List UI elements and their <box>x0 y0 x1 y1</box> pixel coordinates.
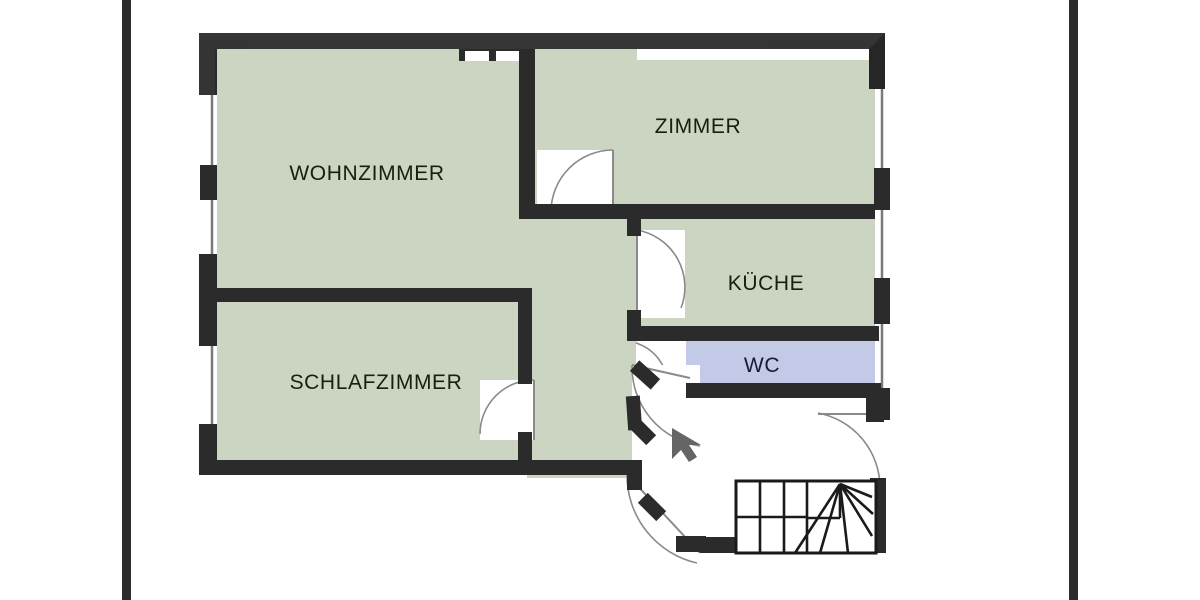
wall-exterior-bottom-left <box>199 460 641 475</box>
right-frame-bar <box>1069 0 1078 600</box>
door-kueche[interactable] <box>636 229 686 318</box>
wall-schlafzimmer-east-lower <box>518 432 532 464</box>
wall-kueche-west <box>627 212 641 236</box>
wall-schlafzimmer-north <box>217 288 532 302</box>
room-fills <box>217 48 875 478</box>
door-hall-right[interactable] <box>817 412 881 490</box>
left-frame-bar <box>122 0 131 600</box>
window-top-opening-2 <box>496 51 520 61</box>
door-schlafzimmer[interactable] <box>479 379 535 440</box>
staircase-treads <box>736 479 876 554</box>
wall-jog-bottom-1 <box>627 460 642 490</box>
wall-schlafzimmer-east <box>518 288 532 384</box>
wall-jog-bottom-2 <box>676 536 706 552</box>
wall-wc-south <box>686 383 881 398</box>
wall-pillar-left-2 <box>200 165 217 200</box>
wall-partition-zimmer-bottom <box>519 204 625 219</box>
wall-partition-wz-corridor <box>519 49 535 212</box>
room-fill-flur-upper[interactable] <box>527 210 642 340</box>
wall-hall-right-top <box>866 396 884 422</box>
arrow-pointer-icon <box>672 428 701 462</box>
wall-exterior-top <box>199 33 885 49</box>
wall-zimmer-south <box>625 204 875 219</box>
wall-pillar-right-1 <box>869 33 885 89</box>
wall-pillar-left-3 <box>199 254 217 346</box>
walls <box>199 33 890 553</box>
wall-pillar-left-1 <box>199 33 217 95</box>
room-fill-wc[interactable] <box>686 341 875 389</box>
door-zimmer[interactable] <box>537 149 614 213</box>
wall-corridor-jog <box>627 416 657 446</box>
room-fill-wohnzimmer[interactable] <box>217 48 527 288</box>
window-lines <box>210 88 884 427</box>
wall-bevels <box>199 33 885 95</box>
wall-pillar-right-2 <box>874 168 890 210</box>
staircase[interactable] <box>734 479 878 555</box>
wall-kueche-south <box>627 326 879 341</box>
wall-hall-jog-bottom <box>637 492 667 522</box>
wall-wc-west-jog <box>629 360 661 390</box>
wall-pillar-left-4 <box>199 424 217 468</box>
wall-pillar-right-3 <box>874 278 890 324</box>
window-top-opening-1 <box>465 51 489 61</box>
